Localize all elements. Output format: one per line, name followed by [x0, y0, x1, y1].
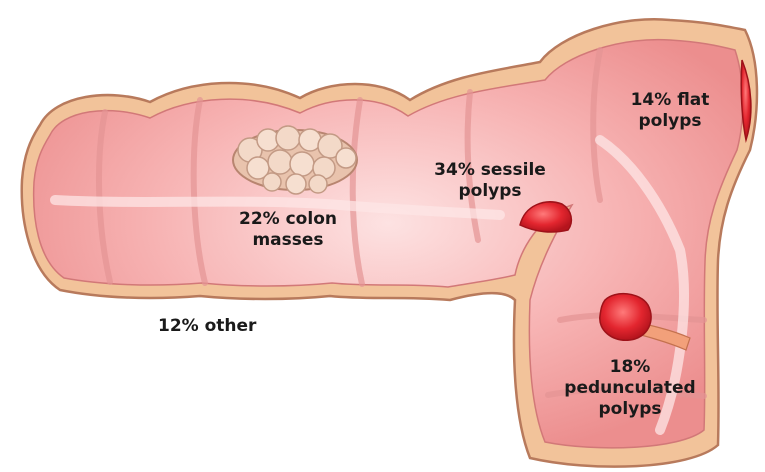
label-pedunculated-polyps-line3: polyps — [540, 399, 720, 420]
label-pedunculated-polyps-line1: 18% — [540, 357, 720, 378]
label-colon-masses: 22% colon masses — [228, 209, 348, 251]
label-sessile-polyps: 34% sessile polyps — [410, 160, 570, 202]
label-colon-masses-line2: masses — [228, 230, 348, 251]
label-sessile-polyps-line2: polyps — [410, 181, 570, 202]
label-pedunculated-polyps-line2: pedunculated — [540, 378, 720, 399]
label-pedunculated-polyps: 18% pedunculated polyps — [540, 357, 720, 420]
label-other: 12% other — [158, 316, 298, 337]
label-colon-masses-line1: 22% colon — [228, 209, 348, 230]
label-other-line1: 12% other — [158, 316, 298, 337]
label-flat-polyps: 14% flat polyps — [615, 90, 725, 132]
label-flat-polyps-line2: polyps — [615, 111, 725, 132]
label-sessile-polyps-line1: 34% sessile — [410, 160, 570, 181]
label-flat-polyps-line1: 14% flat — [615, 90, 725, 111]
